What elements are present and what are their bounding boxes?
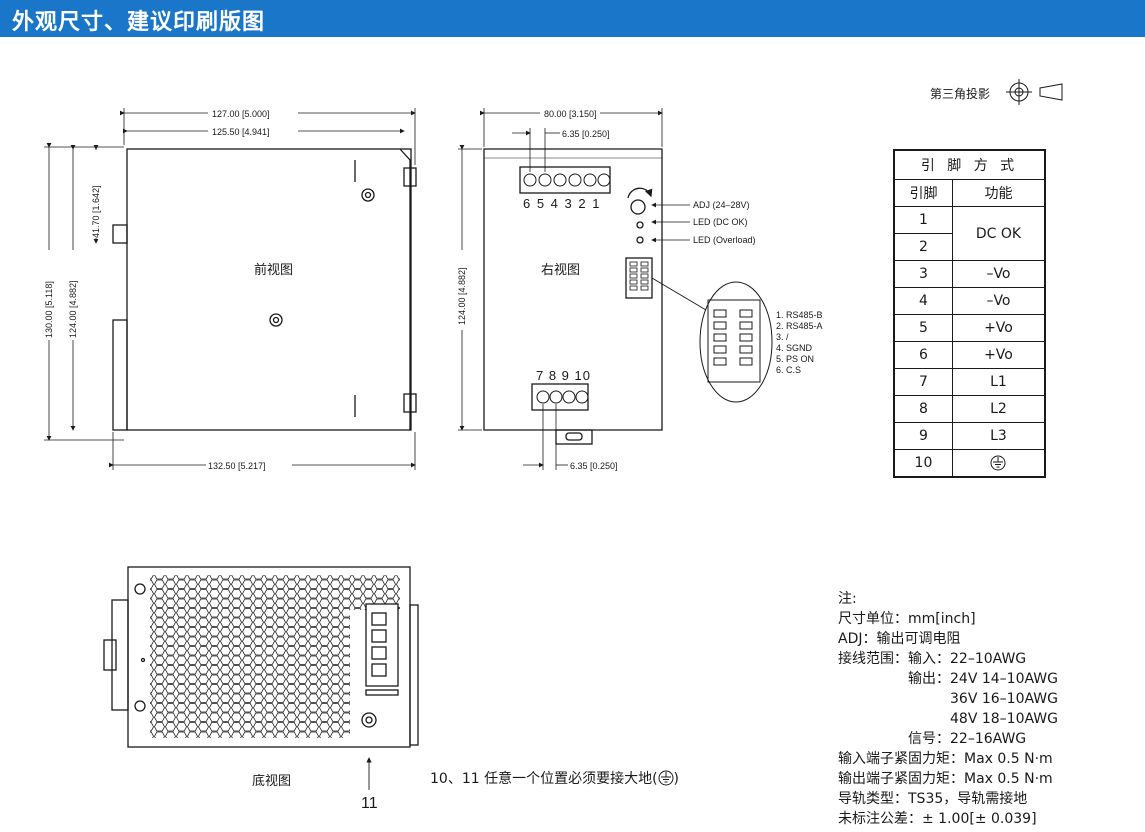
pin-cell: 4 xyxy=(893,287,953,315)
connector-pin-2: 2. RS485-A xyxy=(776,321,823,331)
pin-table-title: 引 脚 方 式 xyxy=(893,149,1046,180)
top-terminal-block xyxy=(523,173,611,187)
pin-cell: 7 xyxy=(893,368,953,396)
note-line: 导轨类型：TS35，导轨需接地 xyxy=(838,791,1028,807)
note-line: 48V 18–10AWG xyxy=(838,711,1058,727)
pin-cell: 2 xyxy=(893,233,953,261)
pin-cell: 3 xyxy=(893,260,953,288)
connector-pin-3: 3. / xyxy=(776,332,789,342)
bottom-terminal-block xyxy=(536,390,589,404)
page-title: 外观尺寸、建议印刷版图 xyxy=(12,10,266,35)
pin-cell: 10 xyxy=(893,449,953,478)
front-view-label: 前视图 xyxy=(254,262,293,277)
header-bar: 外观尺寸、建议印刷版图 xyxy=(0,0,1145,37)
signal-connector-small xyxy=(629,261,649,291)
function-cell: L3 xyxy=(951,422,1046,450)
connector-pin-4: 4. SGND xyxy=(776,343,813,353)
bottom-pointer-label: 11 xyxy=(361,795,378,812)
table-row: 10 xyxy=(893,449,1046,478)
ground-note: 10、11 任意一个位置必须要接大地() xyxy=(430,768,679,788)
function-cell: +Vo xyxy=(951,314,1046,342)
note-line: 尺寸单位：mm[inch] xyxy=(838,611,976,627)
callout-led-dc-ok: LED (DC OK) xyxy=(693,217,748,227)
ground-note-text: 10、11 任意一个位置必须要接大地( xyxy=(430,771,658,787)
note-line: 信号：22–16AWG xyxy=(838,731,1027,747)
earth-ground-cell xyxy=(951,449,1046,478)
right-view-label: 右视图 xyxy=(541,262,580,277)
connector-pin-1: 1. RS485-B xyxy=(776,310,823,320)
front-body-width-dim: 125.50 [4.941] xyxy=(212,127,270,137)
right-view-drawing xyxy=(483,148,663,445)
right-width-dim: 80.00 [3.150] xyxy=(544,109,597,119)
note-line: 未标注公差：± 1.00[± 0.039] xyxy=(838,811,1037,827)
function-cell: –Vo xyxy=(951,287,1046,315)
front-top-offset-dim: 41.70 [1.642] xyxy=(91,185,101,238)
bottom-view-label: 底视图 xyxy=(252,773,291,788)
right-view-dimensions xyxy=(458,108,690,470)
pin-cell: 9 xyxy=(893,422,953,450)
projection-label: 第三角投影 xyxy=(930,87,991,101)
bottom-pin-numbers: 7 8 9 10 xyxy=(536,368,591,383)
bottom-view-drawing xyxy=(103,566,419,748)
connector-zoom xyxy=(651,277,773,403)
front-body-height-dim: 124.00 [4.882] xyxy=(68,280,78,338)
front-depth-dim: 132.50 [5.217] xyxy=(208,461,266,471)
function-cell: L2 xyxy=(951,395,1046,423)
connector-pin-6: 6. C.S xyxy=(776,365,801,375)
pin-table-header-pin: 引脚 xyxy=(893,179,953,207)
pin-table-header-function: 功能 xyxy=(951,179,1046,207)
note-line: 接线范围：输入：22–10AWG xyxy=(838,651,1027,667)
table-row: 2 xyxy=(893,233,1045,261)
connector-pin-5: 5. PS ON xyxy=(776,354,814,364)
ground-note-suffix: ) xyxy=(673,771,680,787)
top-pin-numbers: 6 5 4 3 2 1 xyxy=(523,196,601,211)
callout-led-overload: LED (Overload) xyxy=(693,235,756,245)
table-row: 4–Vo xyxy=(893,287,1046,315)
note-line: 输入端子紧固力矩：Max 0.5 N·m xyxy=(838,751,1053,767)
front-overall-height-dim: 130.00 [5.118] xyxy=(44,281,54,338)
pin-cell: 1 xyxy=(893,206,953,234)
function-cell: L1 xyxy=(951,368,1046,396)
front-overall-width-dim: 127.00 [5.000] xyxy=(212,109,270,119)
note-line: ADJ：输出可调电阻 xyxy=(838,631,961,647)
pin-cell: 8 xyxy=(893,395,953,423)
function-cell: DC OK xyxy=(951,206,1046,261)
note-line: 输出端子紧固力矩：Max 0.5 N·m xyxy=(838,771,1053,787)
table-row: 6+Vo xyxy=(893,341,1046,369)
right-height-dim: 124.00 [4.882] xyxy=(457,267,467,325)
note-line: 输出：24V 14–10AWG xyxy=(838,671,1058,687)
note-line: 36V 16–10AWG xyxy=(838,691,1058,707)
front-view-drawing xyxy=(112,148,417,431)
right-pitch-bottom-dim: 6.35 [0.250] xyxy=(570,461,618,471)
notes-block: 注: 尺寸单位：mm[inch] ADJ：输出可调电阻 接线范围：输入：22–1… xyxy=(838,589,1058,829)
callout-adj: ADJ (24–28V) xyxy=(693,200,750,210)
function-cell: +Vo xyxy=(951,341,1046,369)
function-cell: –Vo xyxy=(951,260,1046,288)
right-pitch-top-dim: 6.35 [0.250] xyxy=(562,129,610,139)
notes-title: 注: xyxy=(838,591,857,607)
earth-ground-icon xyxy=(658,770,674,786)
pin-cell: 5 xyxy=(893,314,953,342)
table-row: 3–Vo xyxy=(893,260,1046,288)
pin-cell: 6 xyxy=(893,341,953,369)
earth-ground-icon xyxy=(990,455,1006,471)
table-row: 5+Vo xyxy=(893,314,1046,342)
third-angle-projection-icon xyxy=(1006,79,1063,105)
